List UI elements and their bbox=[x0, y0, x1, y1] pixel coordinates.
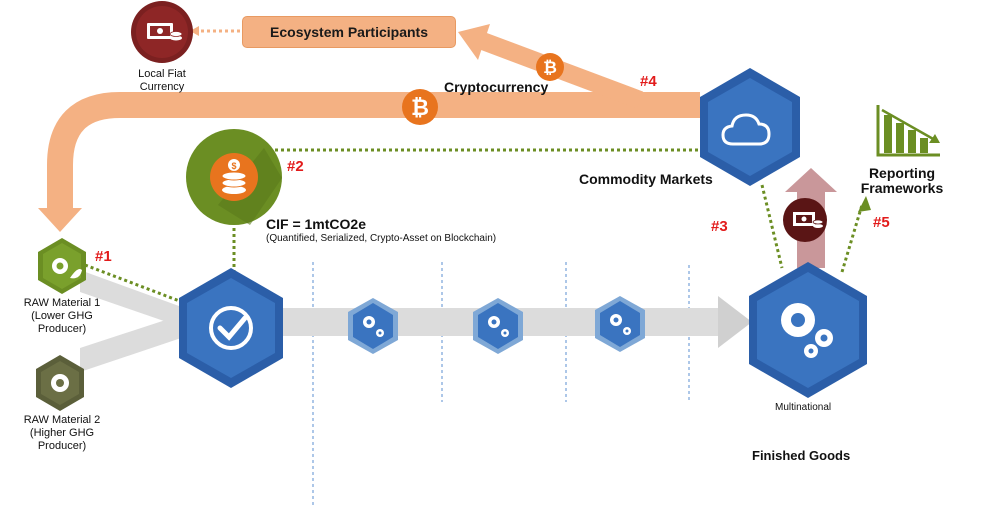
coins-icon: $ bbox=[221, 159, 247, 194]
local-fiat-label: Local Fiat Currency bbox=[122, 68, 202, 94]
process-step-node-1 bbox=[348, 298, 398, 354]
cif-title: CIF = 1mtCO2e bbox=[266, 216, 366, 232]
ecosystem-participants-box: Ecosystem Participants bbox=[242, 16, 456, 48]
crypto-flow-arrow bbox=[47, 92, 700, 210]
marker-5: #5 bbox=[873, 214, 890, 231]
commodity-markets-node bbox=[700, 68, 800, 186]
gear-icon bbox=[488, 316, 509, 337]
money-icon bbox=[147, 23, 183, 41]
reporting-frameworks-label: Reporting Frameworks bbox=[857, 166, 947, 196]
process-step-node-3 bbox=[595, 296, 645, 352]
raw-material-1-node bbox=[38, 238, 86, 294]
local-fiat-line-1: Local Fiat bbox=[138, 68, 186, 80]
process-step-node-2 bbox=[473, 298, 523, 354]
stage-separators bbox=[312, 262, 690, 505]
marker-1: #1 bbox=[95, 248, 112, 265]
raw1-line-2: (Lower GHG bbox=[31, 310, 93, 322]
local-fiat-node bbox=[131, 1, 193, 63]
cryptocurrency-label: Cryptocurrency bbox=[444, 79, 549, 95]
raw2-line-2: (Higher GHG bbox=[29, 427, 95, 439]
ecosystem-flow-arrowhead bbox=[458, 24, 490, 60]
bitcoin-icon: ₿ bbox=[536, 53, 564, 81]
main-flow-arrowhead bbox=[718, 296, 752, 348]
reporting-line-1: Reporting bbox=[868, 165, 936, 181]
crypto-flow-arrowhead bbox=[38, 208, 82, 232]
money-icon bbox=[783, 198, 827, 242]
green-dotted-links bbox=[84, 148, 864, 307]
raw-material-1-label: RAW Material 1 (Lower GHG Producer) bbox=[14, 297, 110, 336]
raw1-line-3: Producer) bbox=[37, 323, 87, 335]
marker-3: #3 bbox=[711, 218, 728, 235]
finished-goods-label: Finished Goods bbox=[752, 448, 851, 463]
raw1-input-arrow bbox=[80, 270, 190, 330]
bar-chart-icon bbox=[876, 105, 940, 157]
commodity-markets-label: Commodity Markets bbox=[579, 171, 713, 187]
local-fiat-line-2: Currency bbox=[139, 81, 185, 93]
gear-icon bbox=[781, 303, 833, 358]
reporting-line-2: Frameworks bbox=[860, 180, 944, 196]
multinational-node bbox=[749, 262, 867, 398]
multinational-label: Multinational bbox=[775, 402, 832, 413]
cloud-icon bbox=[721, 113, 771, 146]
gear-icon bbox=[363, 316, 384, 337]
checkmark-icon bbox=[209, 306, 253, 350]
raw2-line-1: RAW Material 2 bbox=[23, 414, 101, 426]
svg-text:$: $ bbox=[231, 161, 236, 171]
marker-4: #4 bbox=[640, 73, 657, 90]
gear-icon bbox=[51, 374, 69, 392]
marker-2: #2 bbox=[287, 158, 304, 175]
raw1-line-1: RAW Material 1 bbox=[23, 297, 101, 309]
gear-icon bbox=[610, 314, 631, 335]
reporting-arrowhead bbox=[858, 196, 871, 212]
svg-text:₿: ₿ bbox=[411, 95, 429, 120]
cif-subtitle: (Quantified, Serialized, Crypto-Asset on… bbox=[266, 233, 497, 244]
raw2-line-3: Producer) bbox=[37, 440, 87, 452]
raw2-input-arrow bbox=[80, 312, 190, 372]
cif-verification-node bbox=[179, 268, 283, 388]
gear-icon bbox=[52, 258, 68, 274]
bitcoin-icon: ₿ bbox=[402, 89, 438, 125]
svg-text:₿: ₿ bbox=[543, 58, 557, 77]
raw-material-2-label: RAW Material 2 (Higher GHG Producer) bbox=[14, 414, 110, 453]
raw-material-2-node bbox=[36, 355, 84, 411]
cif-coin-node: $ bbox=[186, 129, 282, 225]
